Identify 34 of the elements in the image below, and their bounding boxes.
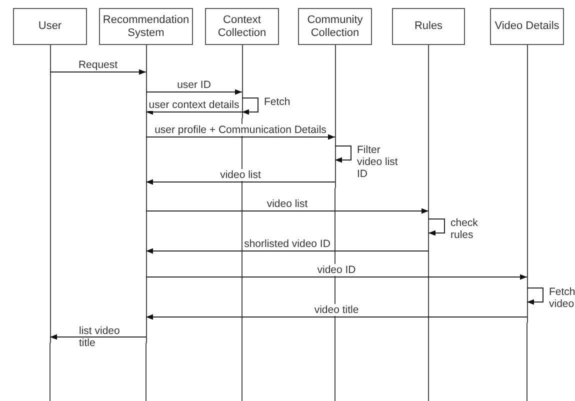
edge-label: check rules	[450, 217, 479, 241]
message-arrow	[146, 179, 336, 185]
edge-label: video title	[313, 304, 360, 316]
self-message-arrow	[334, 146, 352, 163]
message-arrow	[146, 314, 528, 320]
participant-name: Rules	[414, 20, 443, 33]
edge-label: Filter video list ID	[356, 144, 399, 180]
self-message-arrow	[428, 218, 445, 236]
edge-label: user profile + Communication Details	[154, 124, 328, 136]
self-message-arrow	[242, 98, 258, 115]
edge-label: video ID	[316, 264, 357, 276]
edge-label: user ID	[176, 79, 212, 91]
edge-label: list video title	[78, 325, 121, 349]
message-arrow	[146, 248, 429, 254]
message-arrow	[146, 208, 429, 214]
message-arrow	[146, 89, 242, 95]
participant-name: Context Collection	[216, 14, 268, 40]
participant-name: User	[38, 20, 62, 33]
participant-name: Recommendation System	[102, 14, 190, 40]
edge-label: Fetch	[263, 96, 292, 108]
edge-label: shorlisted video ID	[243, 238, 332, 250]
message-arrow	[146, 134, 336, 140]
participant-name: Video Details	[494, 20, 560, 33]
edge-label: video list	[266, 198, 309, 210]
edge-label: Fetch video	[548, 286, 575, 310]
edge-label: video list	[219, 169, 262, 181]
edge-label: Request	[77, 59, 119, 71]
message-arrow	[146, 109, 242, 115]
message-arrow	[50, 69, 146, 75]
message-arrow	[50, 334, 146, 340]
message-arrow	[146, 274, 528, 280]
edge-label: user context details	[148, 99, 240, 111]
self-message-arrow	[526, 288, 544, 305]
participant-name: Community Collection	[306, 14, 364, 40]
